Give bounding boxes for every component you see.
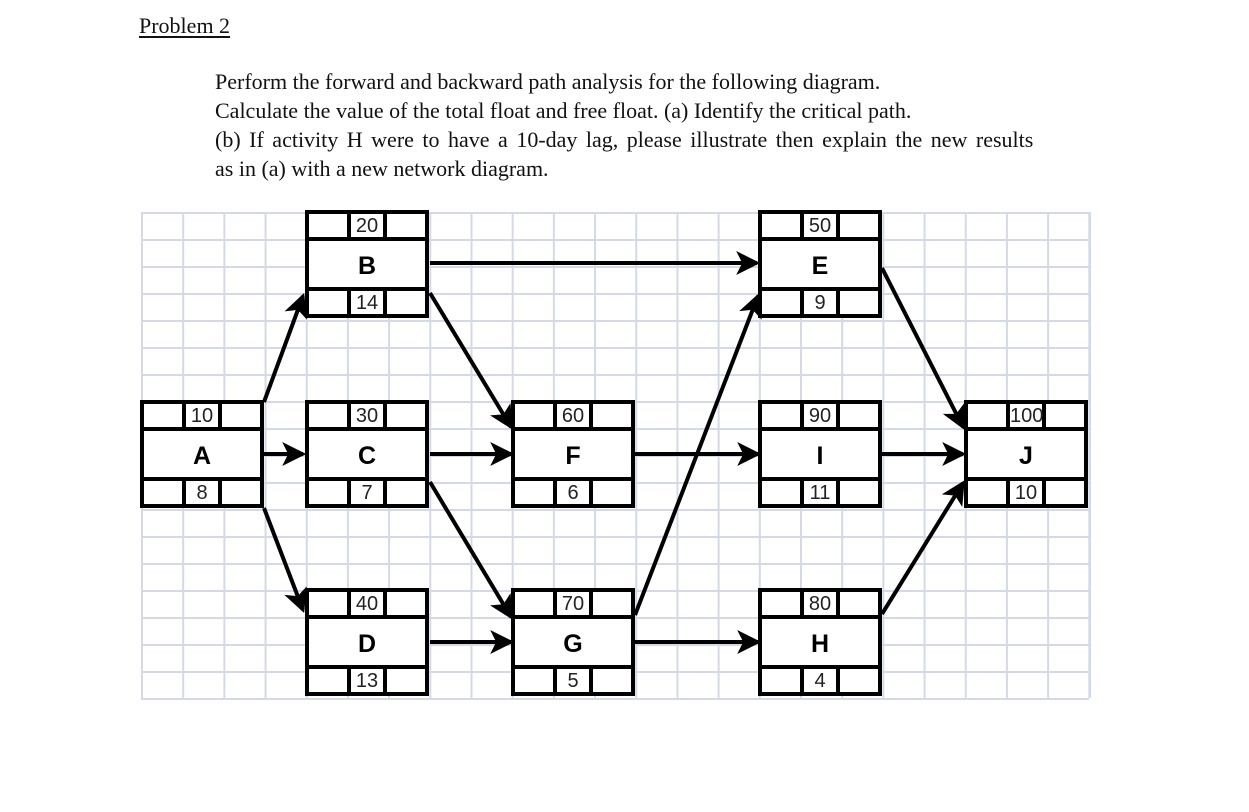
- node-a: 10 A 8: [140, 400, 264, 508]
- node-h: 80 H 4: [758, 588, 882, 696]
- node-h-duration: 4: [800, 669, 840, 693]
- node-a-number: 10: [182, 404, 222, 428]
- node-j-label: J: [1019, 441, 1033, 470]
- edge-h-j: [880, 480, 965, 616]
- node-d-label: D: [357, 629, 377, 658]
- edge-a-d: [262, 507, 307, 613]
- statement-line-2: Calculate the value of the total float a…: [215, 98, 912, 123]
- node-g-duration: 5: [553, 669, 593, 693]
- node-f-number: 60: [553, 404, 593, 428]
- edge-g-e: [633, 293, 762, 616]
- node-e-number: 50: [800, 214, 840, 238]
- node-j: 100 J 10: [964, 400, 1088, 508]
- node-g: 70 G 5: [511, 588, 635, 696]
- node-b: 20 B 14: [305, 210, 429, 318]
- node-e: 50 E 9: [758, 210, 882, 318]
- node-a-duration: 8: [182, 481, 222, 505]
- node-c: 30 C 7: [305, 400, 429, 508]
- statement-line-4: as in (a) with a new network diagram.: [215, 156, 549, 181]
- problem-statement: Perform the forward and backward path an…: [215, 67, 1135, 183]
- edge-a-b: [262, 292, 308, 403]
- edge-e-j: [880, 267, 965, 430]
- statement-line-3-text: (b) If activity H were to have a 10-day …: [215, 127, 1034, 152]
- node-c-number: 30: [347, 404, 387, 428]
- node-f-duration: 6: [553, 481, 593, 505]
- node-e-duration: 9: [800, 291, 840, 315]
- statement-line-3: (b) If activity H were to have a 10-day …: [215, 125, 1128, 154]
- node-e-label: E: [811, 251, 829, 280]
- node-h-number: 80: [800, 592, 840, 616]
- node-b-duration: 14: [347, 291, 387, 315]
- node-i: 90 I 11: [758, 400, 882, 508]
- node-j-number: 100: [1006, 404, 1046, 428]
- node-d-duration: 13: [347, 669, 387, 693]
- node-c-duration: 7: [347, 481, 387, 505]
- node-h-label: H: [810, 629, 830, 658]
- node-i-label: I: [816, 441, 824, 470]
- node-d-number: 40: [347, 592, 387, 616]
- node-i-number: 90: [800, 404, 840, 428]
- edge-c-g: [428, 480, 513, 620]
- node-j-duration: 10: [1006, 481, 1046, 505]
- edge-b-f: [428, 291, 513, 430]
- statement-line-1: Perform the forward and backward path an…: [215, 69, 881, 94]
- problem-title: Problem 2: [139, 13, 231, 38]
- node-c-label: C: [357, 441, 377, 470]
- node-g-label: G: [563, 629, 583, 658]
- node-b-number: 20: [347, 214, 387, 238]
- node-f-label: F: [565, 441, 581, 470]
- node-b-label: B: [357, 251, 377, 280]
- node-a-label: A: [192, 441, 212, 470]
- node-f: 60 F 6: [511, 400, 635, 508]
- node-i-duration: 11: [800, 481, 840, 505]
- node-g-number: 70: [553, 592, 593, 616]
- node-d: 40 D 13: [305, 588, 429, 696]
